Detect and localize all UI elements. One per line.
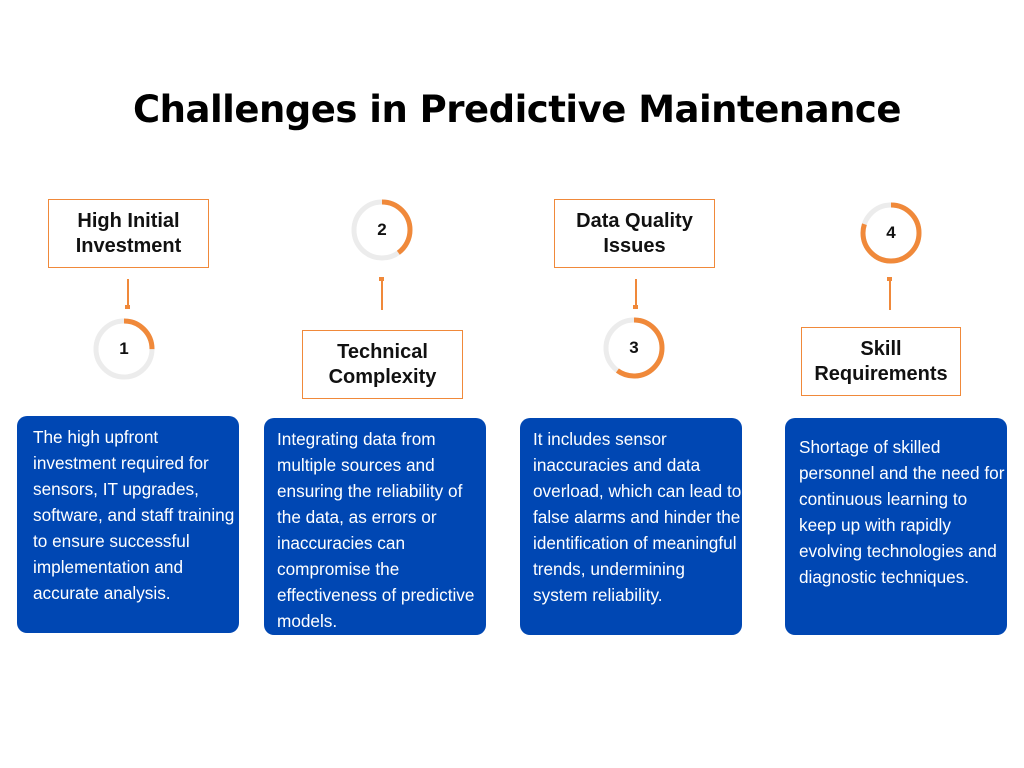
progress-ring-4: 4 [859,201,923,265]
label-technical-complexity: Technical Complexity [302,330,463,399]
label-data-quality-issues: Data Quality Issues [554,199,715,268]
description-card-2: Integrating data from multiple sources a… [264,418,486,635]
ring-icon [860,202,922,264]
step-number: 1 [119,339,129,358]
description-card-1: The high upfront investment required for… [17,416,239,633]
step-number: 2 [377,220,387,239]
ring-icon [351,199,413,261]
connector-arrow-up [379,277,384,310]
step-number: 4 [886,223,896,242]
ring-icon [93,318,155,380]
progress-ring-3: 3 [602,316,666,380]
step-number: 3 [629,338,639,357]
ring-icon [603,317,665,379]
description-card-3: It includes sensor inaccuracies and data… [520,418,742,635]
connector-arrow-down [125,279,130,309]
connector-arrow-down [633,279,638,309]
connector-arrow-up [887,277,892,310]
page-title: Challenges in Predictive Maintenance [133,88,901,131]
label-skill-requirements: Skill Requirements [801,327,961,396]
progress-ring-1: 1 [92,317,156,381]
progress-ring-2: 2 [350,198,414,262]
description-card-4: Shortage of skilled personnel and the ne… [785,418,1007,635]
label-high-initial-investment: High Initial Investment [48,199,209,268]
